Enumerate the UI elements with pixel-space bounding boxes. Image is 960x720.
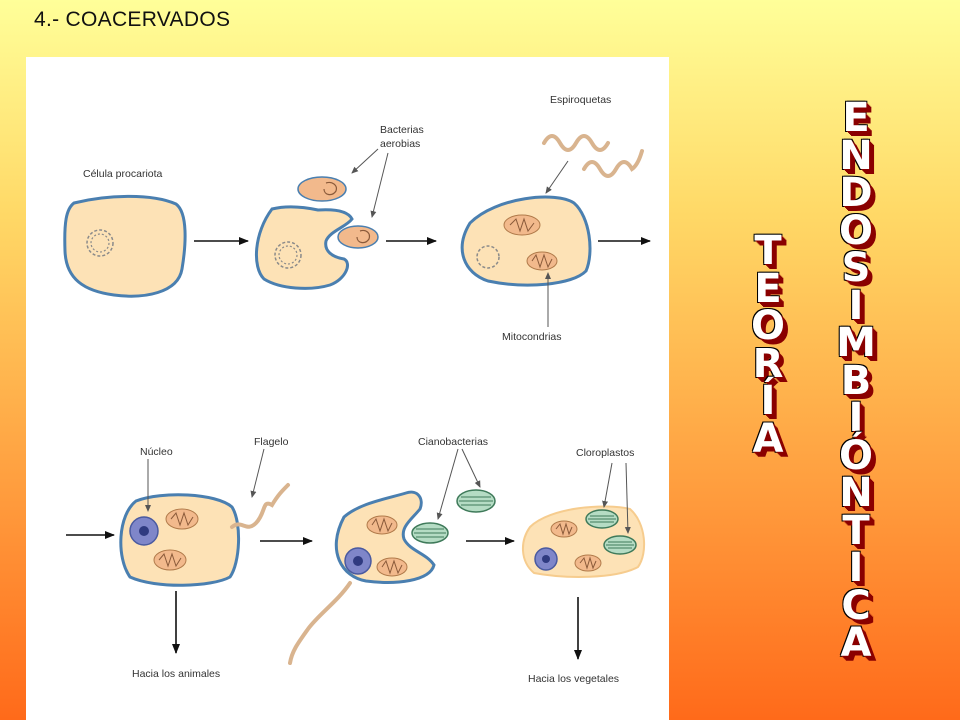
title-letter: B bbox=[840, 357, 872, 404]
title-letter: N bbox=[839, 132, 873, 179]
cyanobacterium-icon bbox=[411, 522, 449, 544]
pointer-cloroplastos-1 bbox=[602, 462, 613, 508]
slide-title: 4.- COACERVADOS bbox=[34, 8, 231, 31]
label-flagelo: Flagelo bbox=[254, 436, 289, 448]
chloroplast-icon bbox=[585, 509, 619, 529]
mitochondrion-icon bbox=[503, 214, 541, 236]
title-letter: D bbox=[839, 170, 873, 216]
cell-engulfing-cyanobacteria bbox=[334, 490, 436, 584]
dna-ring-icon bbox=[274, 241, 302, 269]
flagellum-icon bbox=[230, 483, 290, 529]
title-letter: T bbox=[842, 507, 870, 554]
mitochondrion-icon bbox=[153, 549, 187, 571]
mitochondrion-icon bbox=[574, 554, 602, 572]
vertical-title-endosimbiontica: E N D O S I M B I Ó N T I C A bbox=[826, 95, 886, 666]
chloroplast-icon bbox=[603, 535, 637, 555]
mitochondrion-icon bbox=[376, 557, 408, 577]
title-letter: I bbox=[848, 395, 864, 441]
title-letter: Ó bbox=[838, 432, 873, 479]
title-letter: A bbox=[752, 415, 784, 462]
nucleus-icon bbox=[344, 547, 372, 575]
pointer-cianobacterias-2 bbox=[461, 448, 481, 488]
mitochondrion-icon bbox=[165, 508, 199, 530]
title-letter: M bbox=[836, 320, 876, 366]
pointer-bacteria-2 bbox=[370, 152, 389, 218]
mitochondrion-icon bbox=[526, 251, 558, 271]
flagellum-icon bbox=[288, 581, 352, 665]
title-letter: O bbox=[750, 303, 785, 349]
title-letter: T bbox=[754, 228, 782, 274]
dna-inner-ring bbox=[278, 245, 298, 265]
nucleus-icon bbox=[129, 516, 159, 546]
pointer-bacteria-1 bbox=[351, 148, 379, 174]
eukaryote-flagellate-cell bbox=[119, 493, 241, 587]
label-aerobias: aerobias bbox=[380, 138, 420, 150]
cyanobacterium-icon bbox=[456, 489, 496, 513]
mitochondrion-icon bbox=[366, 515, 398, 535]
label-hacia-animales: Hacia los animales bbox=[132, 668, 220, 680]
label-nucleo: Núcleo bbox=[140, 446, 173, 458]
engulfing-cell bbox=[254, 205, 354, 290]
label-mitocondrias: Mitocondrias bbox=[502, 331, 562, 343]
mitochondrion-icon bbox=[550, 520, 578, 538]
dna-ring-icon bbox=[86, 229, 114, 257]
pointer-espiroquetas bbox=[545, 160, 569, 194]
title-letter: E bbox=[754, 265, 782, 312]
pointer-flagelo bbox=[250, 448, 265, 498]
label-espiroquetas: Espiroquetas bbox=[550, 94, 611, 106]
endosymbiosis-diagram: Célula procariota Bacterias aerobias Esp… bbox=[63, 94, 651, 685]
title-letter: I bbox=[848, 545, 864, 591]
pointer-cloroplastos-2 bbox=[624, 462, 631, 534]
label-celula-procariota: Célula procariota bbox=[83, 168, 163, 180]
spirochete-icon bbox=[542, 134, 610, 152]
spirochete-icon bbox=[582, 149, 644, 178]
plant-cell bbox=[522, 505, 646, 578]
nucleus-icon bbox=[534, 547, 558, 571]
title-letter: S bbox=[841, 245, 871, 291]
aerobic-bacterium-free bbox=[297, 176, 347, 202]
title-letter: A bbox=[840, 620, 872, 666]
title-letter: Í bbox=[760, 378, 776, 424]
label-cianobacterias: Cianobacterias bbox=[418, 436, 488, 448]
title-letter: O bbox=[838, 207, 873, 254]
cell-with-mitochondria bbox=[460, 195, 592, 287]
vertical-title-teoria: T E O R Í A bbox=[738, 228, 798, 462]
title-letter: R bbox=[752, 340, 784, 387]
title-letter: C bbox=[841, 582, 871, 629]
dna-ring-icon bbox=[476, 245, 500, 269]
aerobic-bacterium-engulfed bbox=[337, 225, 379, 249]
title-letter: N bbox=[839, 470, 873, 516]
label-hacia-vegetales: Hacia los vegetales bbox=[528, 673, 619, 685]
diagram-panel: Célula procariota Bacterias aerobias Esp… bbox=[26, 57, 669, 720]
label-cloroplastos: Cloroplastos bbox=[576, 447, 634, 459]
pointer-cianobacterias-1 bbox=[436, 448, 459, 520]
title-letter: I bbox=[848, 282, 864, 329]
prokaryote-cell bbox=[63, 194, 187, 298]
label-bacterias: Bacterias bbox=[380, 124, 424, 136]
title-letter: E bbox=[842, 95, 870, 141]
